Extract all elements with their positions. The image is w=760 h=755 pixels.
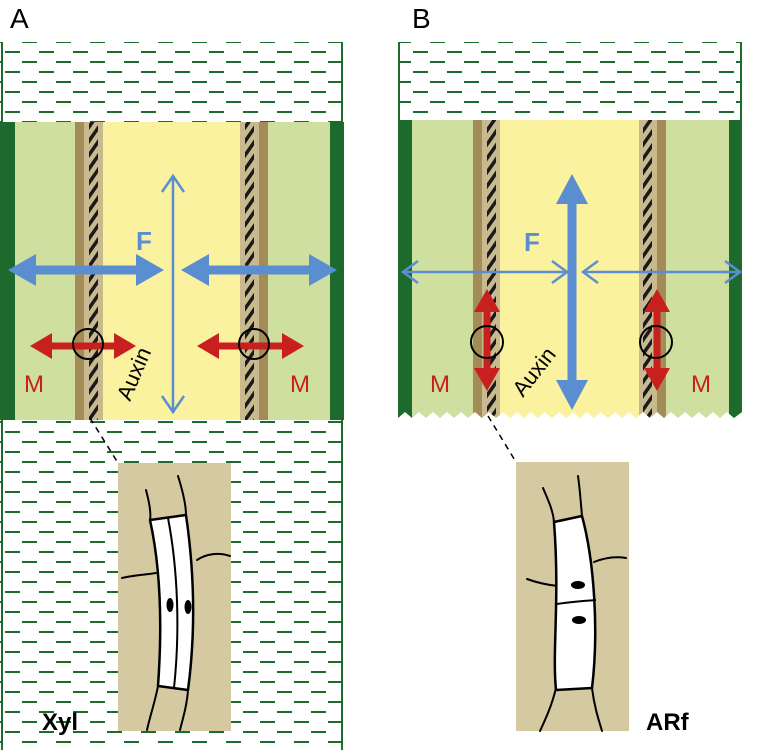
panel-a: A F M M Auxin Xyl bbox=[0, 3, 344, 750]
panel-a-inset-leader bbox=[89, 417, 119, 464]
panel-b-movement-label-left: M bbox=[430, 371, 450, 398]
panel-a-movement-label-right: M bbox=[290, 371, 310, 398]
panel-b-top-medium bbox=[398, 42, 742, 122]
panel-a-force-arrows bbox=[8, 173, 337, 415]
panel-a-movement-arrow-left bbox=[30, 333, 136, 359]
panel-b-movement-arrows bbox=[474, 289, 670, 391]
panel-a-left-edge bbox=[0, 122, 15, 420]
panel-b-inset-label: ARf bbox=[646, 709, 690, 736]
panel-b-inset-leader bbox=[487, 415, 517, 463]
panel-a-letter: A bbox=[10, 3, 29, 34]
panel-b-inset bbox=[516, 462, 629, 732]
panel-a-force-arrow-vertical bbox=[160, 173, 186, 415]
panel-a-right-edge bbox=[330, 122, 344, 420]
panel-b-right-xylem-strand bbox=[643, 120, 652, 418]
panel-b: B F M M Auxin ARf bbox=[398, 3, 743, 736]
panel-b-force-label: F bbox=[524, 227, 540, 257]
panel-a-force-label: F bbox=[136, 226, 152, 256]
panel-a-top-medium bbox=[0, 42, 344, 122]
panel-b-nucleus-1 bbox=[571, 581, 585, 589]
panel-b-nucleus-2 bbox=[572, 616, 586, 624]
panel-b-movement-arrow-left bbox=[474, 289, 500, 391]
panel-b-movement-label-right: M bbox=[691, 371, 711, 398]
panel-a-right-circle-marker bbox=[238, 328, 270, 360]
panel-a-nucleus-1 bbox=[166, 598, 174, 612]
panel-b-force-arrow-right bbox=[580, 259, 743, 285]
panel-b-force-arrow-vertical bbox=[556, 174, 588, 410]
panel-a-inset-label: Xyl bbox=[42, 709, 78, 736]
panel-a-inset bbox=[118, 463, 231, 731]
panel-b-movement-arrow-right bbox=[644, 289, 670, 391]
panel-b-left-circle-marker bbox=[470, 325, 504, 359]
panel-a-force-arrow-right bbox=[181, 254, 337, 286]
panel-a-nucleus-2 bbox=[184, 600, 192, 614]
panel-b-force-arrows bbox=[400, 174, 743, 410]
panel-a-left-circle-marker bbox=[72, 328, 104, 360]
panel-b-left-xylem-strand bbox=[487, 120, 496, 418]
panel-b-force-arrow-left bbox=[400, 259, 570, 285]
panel-b-right-circle-marker bbox=[639, 325, 673, 359]
panel-a-movement-arrow-right bbox=[197, 333, 304, 359]
panel-a-movement-label-left: M bbox=[24, 371, 44, 398]
panel-b-letter: B bbox=[412, 3, 431, 34]
panel-a-movement-arrows bbox=[30, 333, 304, 359]
panel-b-inset-cell bbox=[552, 514, 597, 692]
panel-a-force-arrow-left bbox=[8, 254, 164, 286]
